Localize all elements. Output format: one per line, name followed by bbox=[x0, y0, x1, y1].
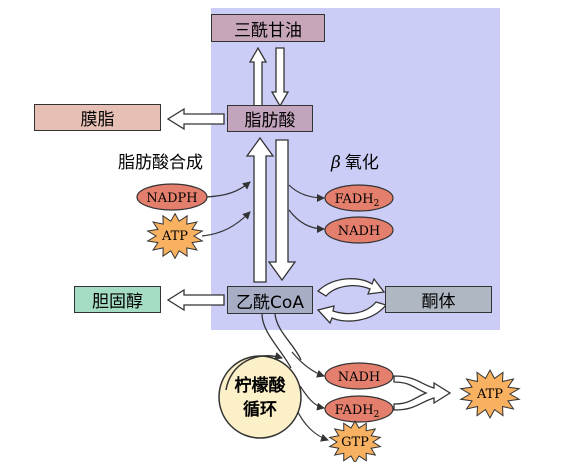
gtp-star: GTP bbox=[328, 420, 382, 462]
tca-label-line1: 柠檬酸 bbox=[234, 376, 286, 396]
svg-text:NADH: NADH bbox=[338, 224, 381, 239]
beta-symbol: β bbox=[331, 153, 341, 173]
cholesterol-box: 胆固醇 bbox=[74, 286, 161, 313]
nadh-tca-molecule: NADH bbox=[324, 362, 394, 390]
oxidation-text: 氧化 bbox=[344, 153, 379, 173]
svg-text:NADH: NADH bbox=[338, 370, 381, 385]
svg-text:FADH2: FADH2 bbox=[335, 403, 380, 420]
arrow-nadph-in bbox=[205, 181, 251, 198]
arrow-beta-oxidation bbox=[267, 139, 297, 282]
fadh2-tca-molecule: FADH2 bbox=[324, 395, 394, 423]
acetyl-coa-box: 乙酰CoA bbox=[227, 286, 313, 314]
ketone-bodies-box: 酮体 bbox=[385, 286, 492, 313]
arrow-tca-gtp bbox=[295, 407, 329, 442]
svg-text:ATP: ATP bbox=[161, 229, 188, 244]
fadh2-beta-molecule: FADH2 bbox=[324, 184, 394, 212]
nadph-molecule: NADPH bbox=[136, 183, 208, 211]
arrow-to-ketone bbox=[316, 277, 386, 297]
arrow-tca-fadh2 bbox=[299, 385, 325, 411]
atp-star-oxphos: ATP bbox=[459, 368, 521, 420]
membrane-lipid-box: 膜脂 bbox=[34, 104, 161, 131]
arrow-from-ketone bbox=[316, 301, 388, 325]
tca-cycle-label: 柠檬酸 循环 bbox=[221, 374, 299, 422]
svg-text:ATP: ATP bbox=[476, 387, 503, 402]
triglyceride-box: 三酰甘油 bbox=[211, 14, 325, 42]
fa-synthesis-label: 脂肪酸合成 bbox=[118, 153, 203, 173]
arrow-fa-synthesis bbox=[245, 136, 275, 283]
svg-text:GTP: GTP bbox=[341, 435, 369, 450]
arrow-to-cholesterol bbox=[166, 288, 225, 312]
arrow-atp-in bbox=[201, 211, 251, 237]
tca-cycle-arrow bbox=[225, 352, 283, 391]
arrow-down-to-fatty-acid bbox=[270, 47, 290, 108]
arrow-nadh-out bbox=[288, 209, 325, 233]
arrow-up-to-triglyceride bbox=[248, 46, 268, 109]
arrow-to-membrane-lipid bbox=[166, 107, 225, 131]
nadph-label: NADPH bbox=[146, 191, 197, 206]
arrow-tca-nadh bbox=[291, 351, 325, 378]
arrow-acetylcoa-to-tca bbox=[261, 313, 292, 369]
nadh-beta-molecule: NADH bbox=[324, 216, 394, 244]
svg-text:FADH2: FADH2 bbox=[335, 192, 380, 209]
arrow-to-atp-oxphos bbox=[393, 375, 452, 411]
fatty-acid-box: 脂肪酸 bbox=[227, 105, 313, 132]
tca-label-line2: 循环 bbox=[243, 400, 277, 420]
arrow-fadh2-out bbox=[288, 184, 325, 202]
atp-star-synthesis: ATP bbox=[146, 212, 204, 260]
